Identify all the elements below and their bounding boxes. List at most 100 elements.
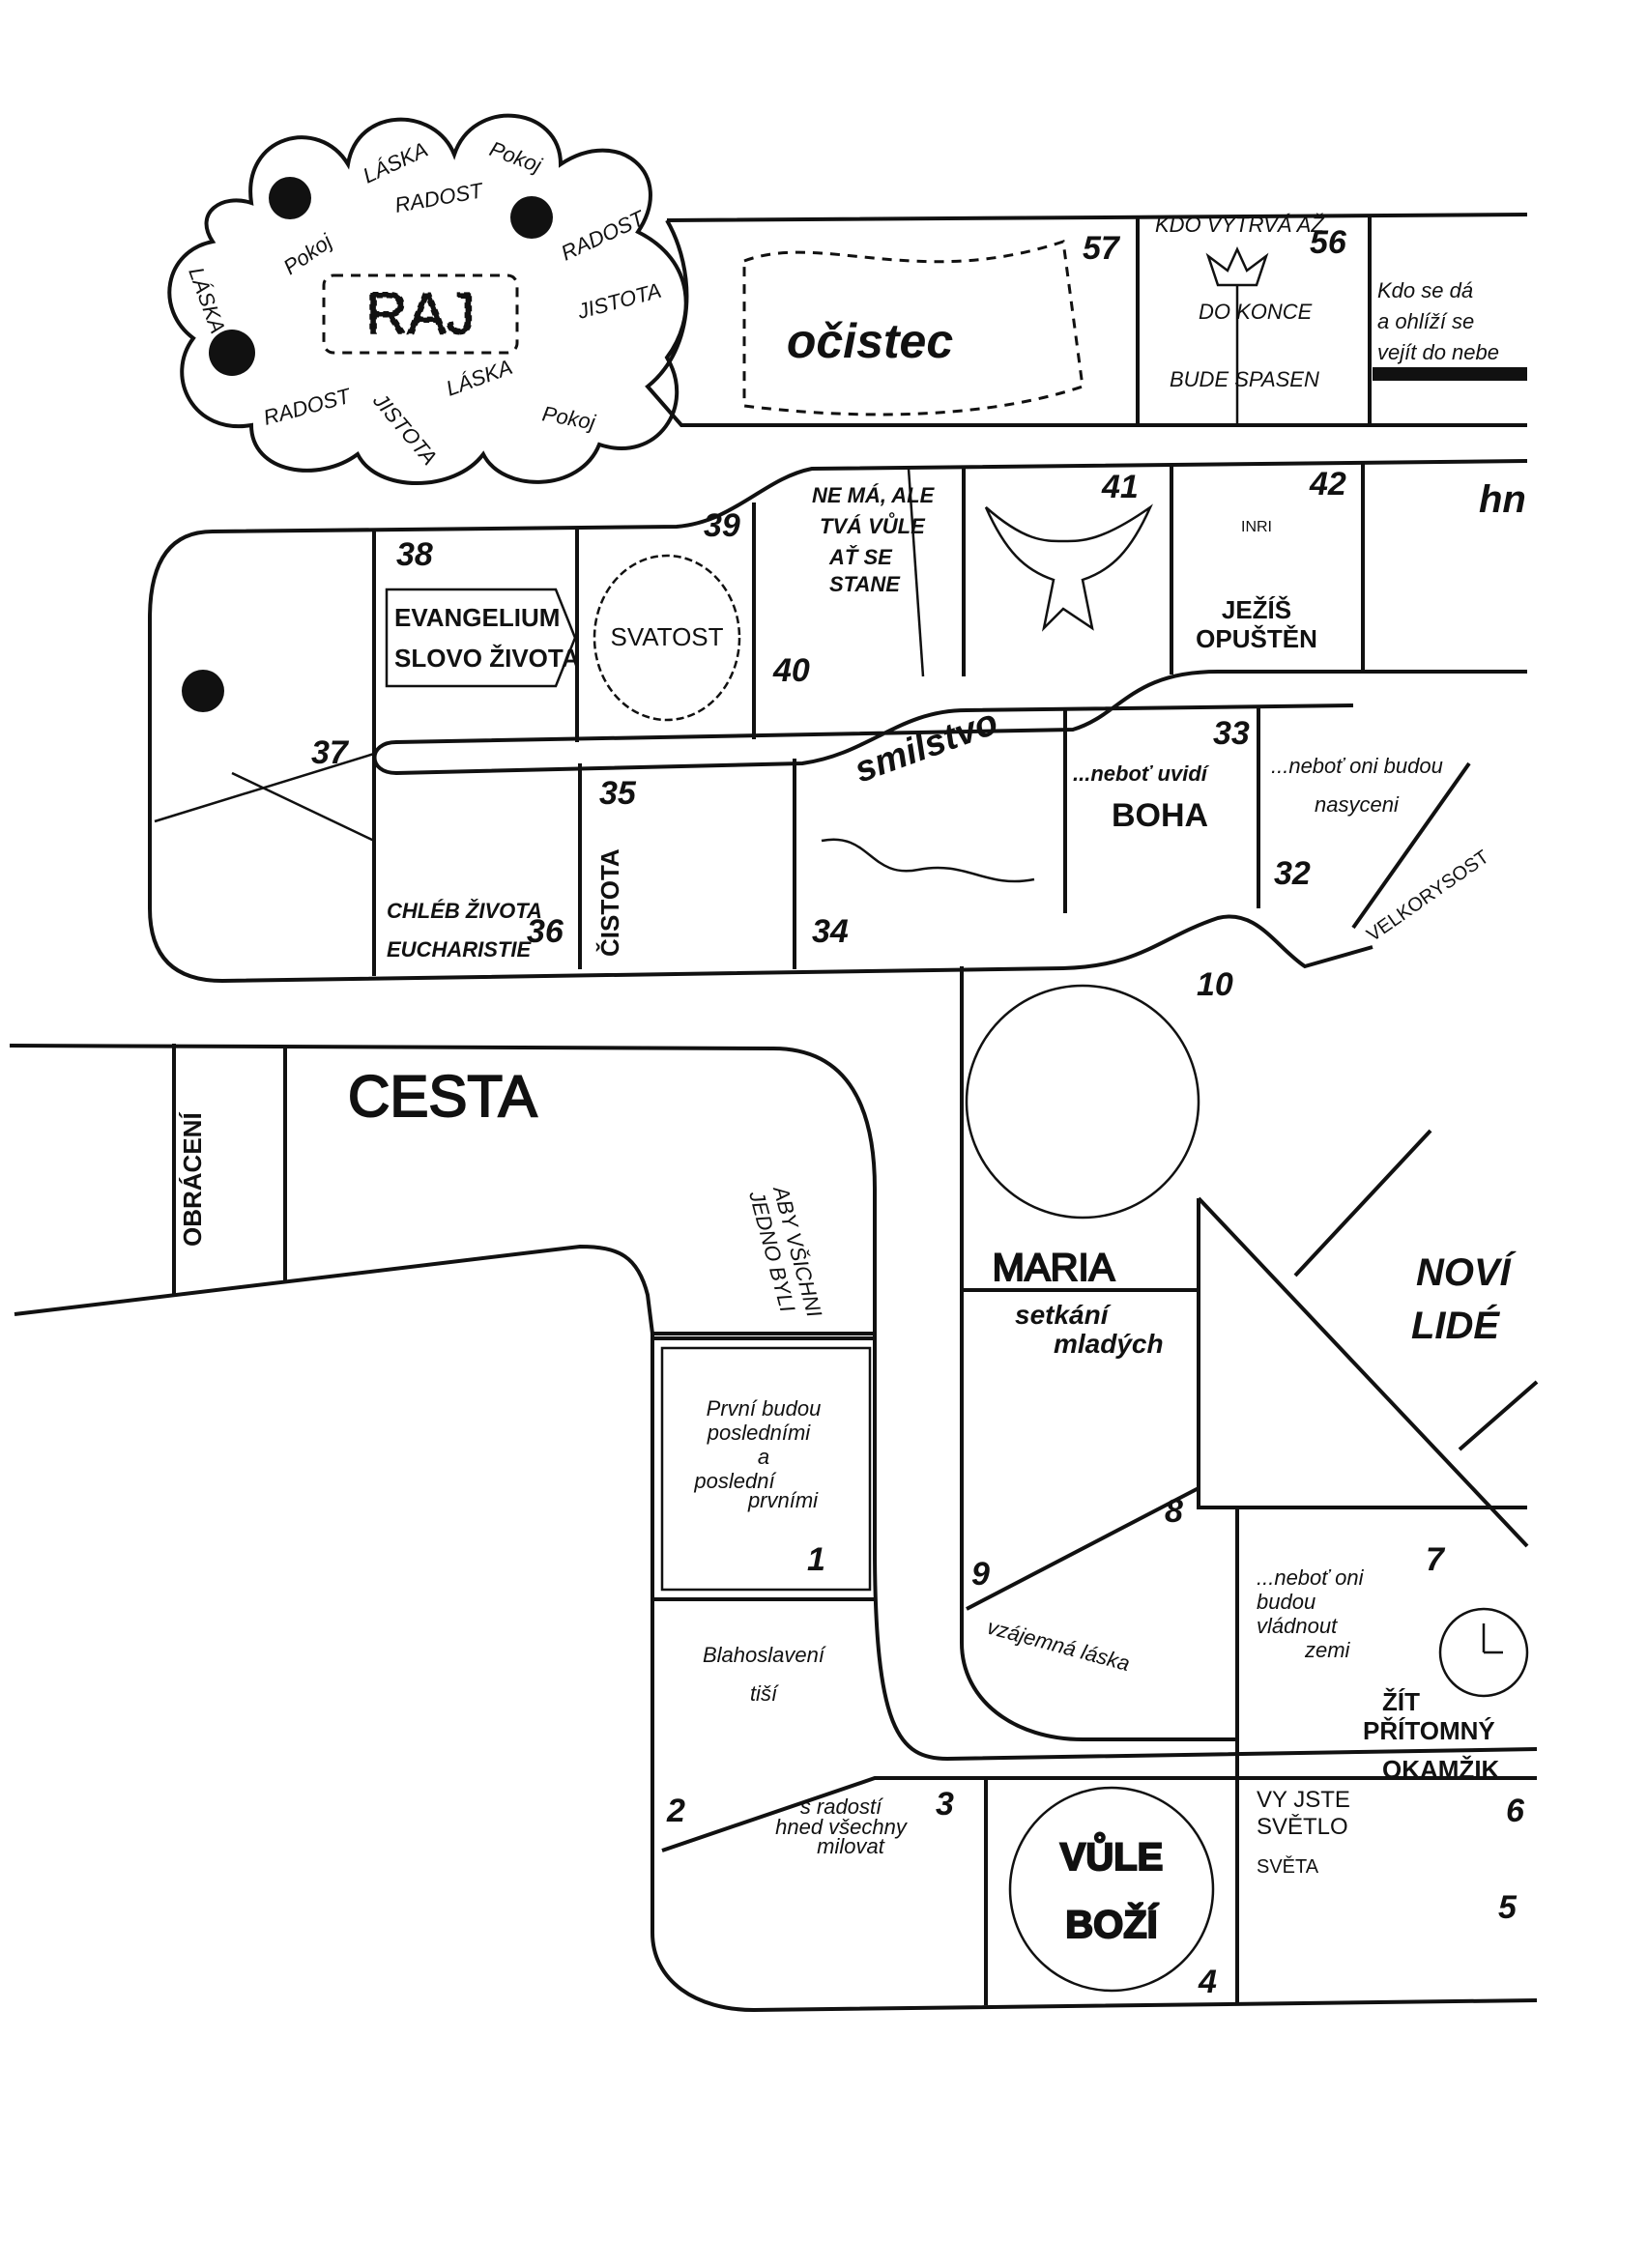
cell33-text: ...neboť uvidí bbox=[1073, 761, 1210, 786]
cell33-text: BOHA bbox=[1112, 797, 1208, 834]
cell-number-41: 41 bbox=[1101, 469, 1139, 505]
cell1-text: a bbox=[758, 1445, 769, 1469]
cell-number-1: 1 bbox=[807, 1541, 825, 1578]
heaven-word: LÁSKA bbox=[360, 137, 432, 188]
cell-number-56: 56 bbox=[1310, 224, 1347, 261]
cell40-text: AŤ SE bbox=[828, 545, 893, 569]
world-circle bbox=[965, 984, 1200, 1220]
cell-number-34: 34 bbox=[812, 913, 849, 950]
cell38-text: SLOVO ŽIVOTA bbox=[394, 644, 580, 673]
cell-number-8: 8 bbox=[1165, 1493, 1183, 1530]
cell-number-35: 35 bbox=[599, 775, 637, 812]
cell42-text: OPUŠTĚN bbox=[1196, 624, 1317, 653]
cell4-text: VŮLE bbox=[1060, 1831, 1164, 1879]
cell39-label: SVATOST bbox=[610, 622, 723, 651]
heaven-word: LÁSKA bbox=[184, 264, 230, 336]
cell7-text: ...neboť oni bbox=[1257, 1565, 1365, 1590]
heaven-word: RADOST bbox=[261, 384, 355, 430]
clock-hands bbox=[1482, 1623, 1503, 1654]
cell-number-7: 7 bbox=[1426, 1541, 1446, 1578]
cell55-text: Kdo se dá bbox=[1377, 278, 1473, 302]
cell1-text: První budou bbox=[707, 1396, 822, 1421]
cell32-text: ...neboť oni budou bbox=[1271, 754, 1443, 778]
clock-icon bbox=[1438, 1607, 1529, 1698]
cell7-text: zemi bbox=[1304, 1638, 1351, 1662]
cell10-label: MARIA bbox=[993, 1247, 1115, 1289]
top-row: očistec 57 56 KDO VYTRVÁ AŽ DO KONCE BUD… bbox=[645, 213, 1528, 427]
cell1-frame bbox=[660, 1346, 872, 1592]
cell8-label: vzájemná láska bbox=[985, 1615, 1133, 1676]
cell36-text: EUCHARISTIE bbox=[387, 937, 532, 962]
cell9-text: setkání bbox=[1015, 1300, 1112, 1330]
cell42-text: JEŽÍŠ bbox=[1222, 595, 1291, 624]
cell-number-33: 33 bbox=[1213, 715, 1250, 752]
cell55-text: a ohlíží se bbox=[1377, 309, 1474, 333]
heaven-cloud: RAJ LÁSKA RADOST Pokoj RADOST LÁSKA Poko… bbox=[167, 113, 688, 485]
cell38-text: EVANGELIUM bbox=[394, 603, 560, 632]
cell-number-6: 6 bbox=[1506, 1793, 1525, 1829]
cell43-text: hn bbox=[1479, 478, 1526, 521]
heaven-word: JISTOTA bbox=[368, 388, 443, 470]
cell7-text: budou bbox=[1257, 1590, 1316, 1614]
cell-number-38: 38 bbox=[396, 536, 433, 573]
cell5-text: SVĚTA bbox=[1257, 1855, 1319, 1878]
cell3-text: milovat bbox=[817, 1834, 885, 1858]
heaven-title: RAJ bbox=[365, 281, 475, 346]
cell-number-4: 4 bbox=[1198, 1964, 1217, 2000]
cell-number-10: 10 bbox=[1197, 966, 1233, 1003]
cell7-text: vládnout bbox=[1257, 1614, 1338, 1638]
novi-lide-text: NOVÍ bbox=[1416, 1250, 1517, 1294]
cell31-label: VELKORYSOST bbox=[1363, 847, 1492, 946]
cell-number-9: 9 bbox=[971, 1556, 990, 1593]
cell40-text: TVÁ VŮLE bbox=[820, 511, 926, 538]
serpent-icon bbox=[821, 838, 1035, 883]
cell55-text: vejít do nebe bbox=[1377, 340, 1499, 364]
cell56-text: KDO VYTRVÁ AŽ bbox=[1155, 213, 1325, 237]
cell1-text: poslední bbox=[693, 1469, 776, 1493]
cell4-text: BOŽÍ bbox=[1065, 1902, 1158, 1946]
cell-number-39: 39 bbox=[704, 507, 740, 544]
cell5-text: VY JSTE bbox=[1257, 1787, 1350, 1813]
black-bar bbox=[1373, 367, 1527, 381]
lower-path: OBRÁCENÍ CESTA ABY VŠICHNI JEDNO BYLI Pr… bbox=[9, 966, 1539, 2013]
cell3-text: s radostí bbox=[800, 1794, 883, 1819]
inri-label: INRI bbox=[1241, 519, 1272, 535]
row-3: CHLÉB ŽIVOTA EUCHARISTIE 36 35 ČISTOTA 3… bbox=[387, 702, 1493, 969]
angel-figure bbox=[209, 330, 255, 376]
cell9-text: mladých bbox=[1054, 1329, 1164, 1359]
cell-number-36: 36 bbox=[527, 913, 564, 950]
cell1-text: posledními bbox=[707, 1421, 812, 1445]
angel-figure bbox=[269, 177, 311, 219]
heaven-word: Pokoj bbox=[540, 401, 598, 434]
angel-figure bbox=[510, 196, 553, 239]
signpost bbox=[385, 588, 577, 688]
wreath-icon bbox=[593, 554, 741, 722]
cell40-text: STANE bbox=[829, 572, 901, 596]
cell32-text: nasyceni bbox=[1315, 792, 1400, 817]
cell-number-57: 57 bbox=[1083, 230, 1121, 267]
figure bbox=[182, 670, 224, 712]
cell6-text: ŽÍT bbox=[1382, 1687, 1420, 1716]
heaven-word: RADOST bbox=[393, 178, 486, 217]
cell2-text: tiší bbox=[750, 1681, 779, 1706]
purgatory-label: očistec bbox=[787, 314, 954, 368]
heaven-word: Pokoj bbox=[486, 136, 545, 178]
cell-number-37: 37 bbox=[311, 734, 350, 771]
cell36-text: CHLÉB ŽIVOTA bbox=[387, 899, 542, 923]
cell6-text: PŘÍTOMNÝ bbox=[1363, 1716, 1495, 1745]
cell-number-3: 3 bbox=[936, 1786, 954, 1823]
novi-lide-text: LIDÉ bbox=[1411, 1304, 1500, 1347]
cell-number-32: 32 bbox=[1274, 855, 1311, 892]
heaven-word: JISTOTA bbox=[574, 278, 664, 324]
cell1-text: prvními bbox=[747, 1488, 819, 1512]
cell56-text: DO KONCE bbox=[1199, 300, 1313, 324]
dove-icon bbox=[984, 503, 1153, 632]
cell4-circle bbox=[1008, 1786, 1215, 1993]
cell-number-40: 40 bbox=[772, 652, 810, 689]
cell5-text: SVĚTLO bbox=[1257, 1814, 1348, 1840]
heaven-word: RADOST bbox=[558, 205, 650, 265]
cesta-label: CESTA bbox=[348, 1064, 537, 1129]
cell-number-5: 5 bbox=[1498, 1889, 1518, 1926]
cell2-text: Blahoslavení bbox=[703, 1643, 826, 1667]
